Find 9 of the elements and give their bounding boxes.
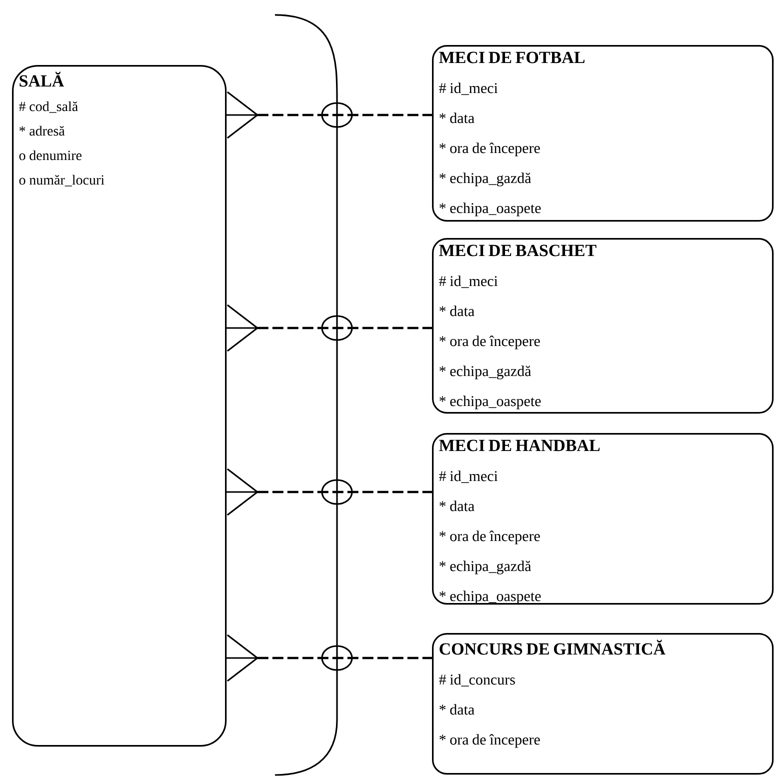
relationship-line — [226, 468, 432, 516]
entity-box: CONCURS DE GIMNASTICĂ # id_concurs * data * ora de începere — [432, 633, 774, 775]
entity-box: MECI DE FOTBAL # id_meci * data * ora de începere * echipa_gazdă * echipa_oaspete — [432, 45, 774, 222]
entity-box: MECI DE BASCHET # id_meci * data * ora de începere * echipa_gazdă * echipa_oaspete — [432, 238, 774, 414]
entity-box: SALĂ # cod_sală * adresă o denumire o număr_locuri — [12, 65, 227, 747]
relationship-line — [226, 91, 432, 139]
relationship-line — [226, 634, 432, 682]
relationship-line — [226, 304, 432, 352]
entity-box: MECI DE HANDBAL # id_meci * data * ora de începere * echipa_gazdă * echipa_oaspete — [432, 433, 774, 605]
